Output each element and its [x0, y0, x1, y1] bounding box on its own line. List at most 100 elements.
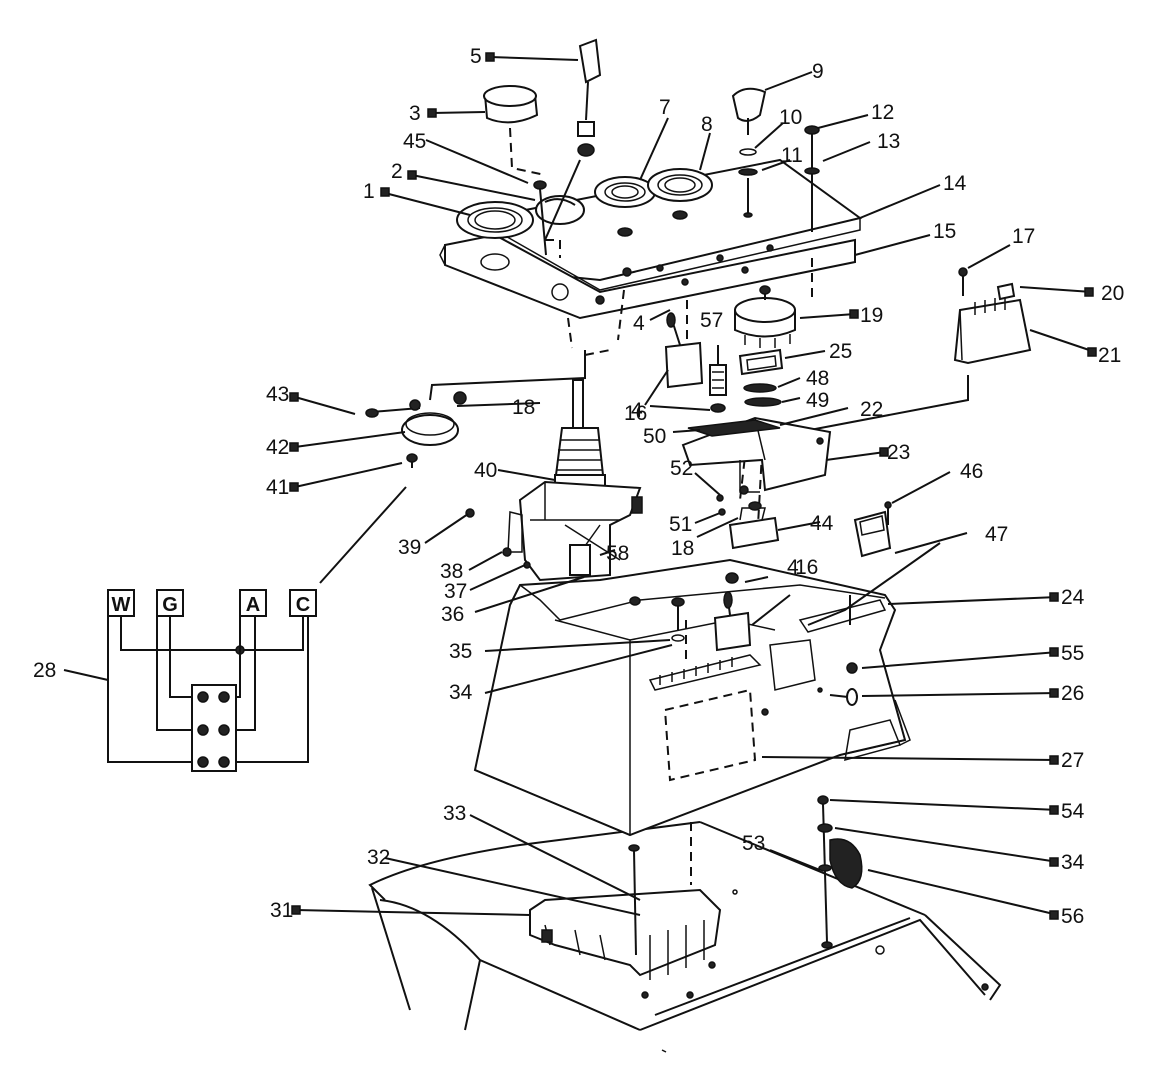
- callout-45: 45: [403, 130, 426, 153]
- terminal-w-box: [107, 589, 135, 617]
- callout-23: 23: [887, 441, 910, 464]
- callout-24: 24: [1061, 586, 1085, 609]
- callout-13: 13: [877, 130, 900, 153]
- part-55-nut: [846, 662, 858, 674]
- callout-16-a: 16: [624, 402, 647, 425]
- callout-20: 20: [1101, 282, 1124, 305]
- callout-52: 52: [670, 457, 693, 480]
- callout-7: 7: [659, 96, 671, 119]
- callout-22: 22: [860, 398, 883, 421]
- leader-arrowheads: [289, 52, 1097, 920]
- callout-56: 56: [1061, 905, 1084, 928]
- callout-8: 8: [701, 113, 713, 136]
- part-12-screw: [804, 125, 820, 232]
- callout-31: 31: [270, 899, 293, 922]
- callout-33: 33: [443, 802, 466, 825]
- callout-12: 12: [871, 101, 894, 124]
- terminal-c-label: C: [296, 594, 310, 616]
- callout-37: 37: [444, 580, 467, 603]
- part-7-gauge: [594, 176, 656, 208]
- callout-10: 10: [779, 106, 802, 129]
- part-9-key: [731, 87, 767, 218]
- part-8-gauge: [647, 168, 713, 202]
- part-1-gauge: [456, 201, 534, 239]
- callout-50: 50: [643, 425, 666, 448]
- part-56-grommet: [817, 823, 863, 889]
- callout-16-b: 16: [795, 556, 818, 579]
- wiring-diagram: W G A C: [107, 486, 407, 772]
- callout-55: 55: [1061, 642, 1084, 665]
- part-15-panel: [439, 233, 856, 320]
- callout-numbers: 1 2 3 4 4 4 5 7 8 9 10 11 12 13 14 15 16…: [33, 45, 1124, 928]
- callout-5: 5: [470, 45, 482, 68]
- part-35-screw: [671, 597, 685, 642]
- callout-47: 47: [985, 523, 1008, 546]
- callout-44: 44: [810, 512, 834, 535]
- part-50-plate: [687, 419, 781, 437]
- terminal-g-label: G: [162, 594, 178, 616]
- terminal-w-label: W: [112, 594, 131, 616]
- part-36-washer: [725, 572, 739, 584]
- part-26-bolt: [817, 687, 858, 706]
- assembly-lines: [429, 127, 969, 885]
- callout-19: 19: [860, 304, 883, 327]
- callout-34-a: 34: [449, 681, 473, 704]
- part-3-cap: [483, 85, 539, 124]
- callout-54: 54: [1061, 800, 1085, 823]
- callout-51: 51: [669, 513, 692, 536]
- terminal-a-label: A: [246, 594, 260, 616]
- callout-17: 17: [1012, 225, 1035, 248]
- callout-27: 27: [1061, 749, 1084, 772]
- callout-25: 25: [829, 340, 852, 363]
- callout-18-a: 18: [512, 396, 535, 419]
- part-47-bracket: [853, 501, 892, 558]
- callout-9: 9: [812, 60, 824, 83]
- callout-34-b: 34: [1061, 851, 1085, 874]
- base-frame: [368, 821, 1002, 1053]
- callout-43: 43: [266, 383, 289, 406]
- part-48-washer: [743, 383, 777, 393]
- part-2-gauge-ring: [535, 195, 585, 225]
- part-42-clamp: [365, 391, 467, 468]
- part-4-hole: [617, 227, 633, 237]
- callout-11: 11: [781, 144, 803, 167]
- callout-14: 14: [943, 172, 967, 195]
- part-17-screw: [958, 267, 968, 296]
- part-19-switch: [734, 285, 796, 348]
- callout-35: 35: [449, 640, 472, 663]
- part-49-washer: [744, 397, 782, 407]
- callout-21: 21: [1098, 344, 1121, 367]
- callout-42: 42: [266, 436, 289, 459]
- callout-36: 36: [441, 603, 464, 626]
- callout-26: 26: [1061, 682, 1084, 705]
- part-25-bezel: [738, 348, 784, 376]
- callout-40: 40: [474, 459, 497, 482]
- callout-3: 3: [409, 102, 421, 125]
- part-21-handle: [953, 282, 1032, 365]
- callout-4-b: 4: [631, 399, 643, 422]
- callout-57: 57: [700, 309, 723, 332]
- callout-48: 48: [806, 367, 829, 390]
- housing-fastener: [629, 596, 641, 606]
- terminal-a-box: [239, 589, 267, 617]
- part-37-bracket: [465, 480, 643, 582]
- leader-lines: [63, 56, 1096, 916]
- callout-4-a: 4: [633, 312, 645, 335]
- part-44-switch: [716, 485, 780, 550]
- callout-38: 38: [440, 560, 463, 583]
- part-40-joystick: [554, 379, 606, 496]
- part-45-screw: [533, 180, 547, 256]
- callout-49: 49: [806, 389, 829, 412]
- part-23-bracket: [681, 416, 832, 493]
- callout-32: 32: [367, 846, 390, 869]
- part-5-knob: [544, 38, 602, 241]
- callout-46: 46: [960, 460, 983, 483]
- callout-18-b: 18: [671, 537, 694, 560]
- callout-1: 1: [363, 180, 375, 203]
- part-16-toggle-lower: [713, 591, 752, 652]
- callout-4-c: 4: [787, 556, 799, 579]
- callout-15: 15: [933, 220, 956, 243]
- part-57-stem: [709, 345, 727, 413]
- callout-41: 41: [266, 476, 289, 499]
